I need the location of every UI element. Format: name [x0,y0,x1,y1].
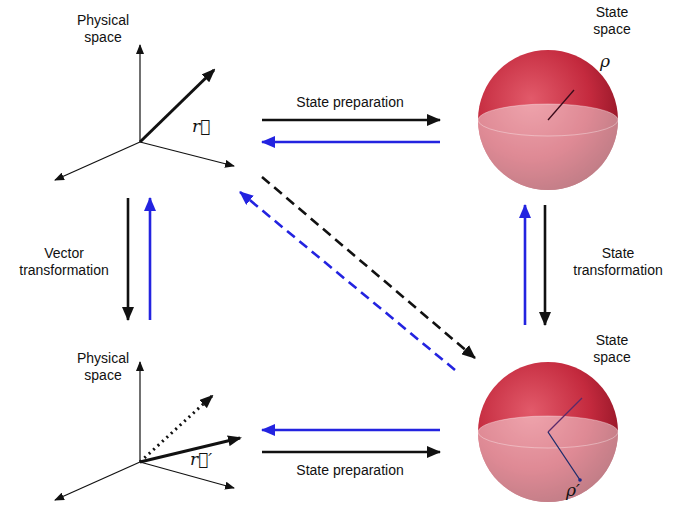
inverse-arrow [524,205,527,325]
figure-panel: State spaceρ [470,5,630,200]
inverse-arrow [262,141,440,144]
panel-heading: State space [584,332,640,366]
edge-label: State preparation [278,94,422,111]
inverse-arrow [262,429,440,432]
axes [55,362,234,500]
figure-panel: Physical space r⃗′ [40,345,255,500]
bloch-sphere [478,362,618,502]
figure-panel: Physical space r⃗ [40,8,255,190]
panel-heading: Physical space [66,350,140,384]
edge-label: Vector transformation [12,245,116,279]
inverse-arrow [149,198,152,320]
symbol-label: ρ [600,51,610,71]
map-arrow [544,205,547,325]
map-arrow [262,119,440,122]
bloch-sphere [478,50,618,190]
panel-heading: State space [584,4,640,38]
figure-panel: State spaceρ′ [470,362,630,504]
edge-label: State transformation [566,245,670,279]
panel-heading: Physical space [66,12,140,46]
inverse-arrow [240,192,455,370]
symbol-label: ρ′ [566,480,580,500]
map-arrow [262,451,440,454]
map-arrow [262,177,475,358]
symbol-label: r⃗ [192,116,210,136]
symbol-label: r⃗′ [190,449,212,469]
vector-r [140,70,214,142]
axes [55,45,234,180]
edge-label: State preparation [278,462,422,479]
map-arrow [127,198,130,320]
